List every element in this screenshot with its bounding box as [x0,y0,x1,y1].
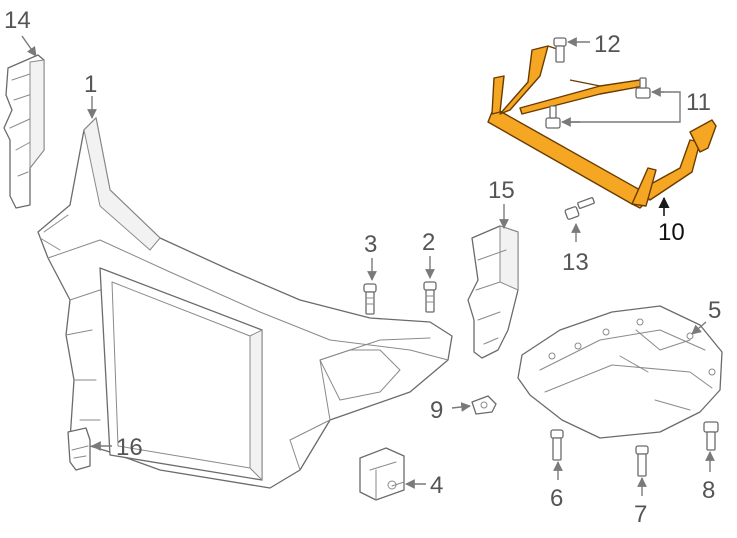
callout-11: 11 [686,89,711,116]
bolt-11-lower [545,105,561,129]
callout-15: 15 [488,177,515,204]
bolt-11-upper [635,77,651,99]
callout-4: 4 [430,472,443,499]
callout-14: 14 [4,7,31,34]
part-5-underbody-shield [517,305,723,439]
callout-2: 2 [422,229,435,256]
nut-9 [471,395,497,415]
part-15-right-air-guide [467,225,519,359]
callout-5: 5 [708,297,721,324]
callout-16: 16 [116,434,143,461]
leader-9 [451,402,471,412]
part-10-lower-bracket [487,45,717,209]
bolt-8 [703,421,719,451]
part-14-left-air-guide [3,54,45,209]
callout-9: 9 [430,397,443,424]
bolt-7 [635,445,649,477]
leader-14 [21,35,37,57]
bolt-3 [363,283,377,315]
callout-8: 8 [702,477,715,504]
callout-6: 6 [550,485,563,512]
bracket-4 [359,447,405,501]
callout-12: 12 [594,31,621,58]
callout-7: 7 [634,501,647,528]
callout-3: 3 [364,231,377,258]
bolt-2 [423,281,437,313]
callout-1: 1 [84,71,97,98]
part-1-radiator-support [37,116,453,489]
callout-13: 13 [562,249,589,276]
leader-5 [691,321,707,335]
bolt-12 [553,37,567,63]
bolt-13 [564,197,595,220]
part-16-clip [67,427,91,471]
bolt-6 [550,429,564,461]
callout-10: 10 [658,219,685,246]
